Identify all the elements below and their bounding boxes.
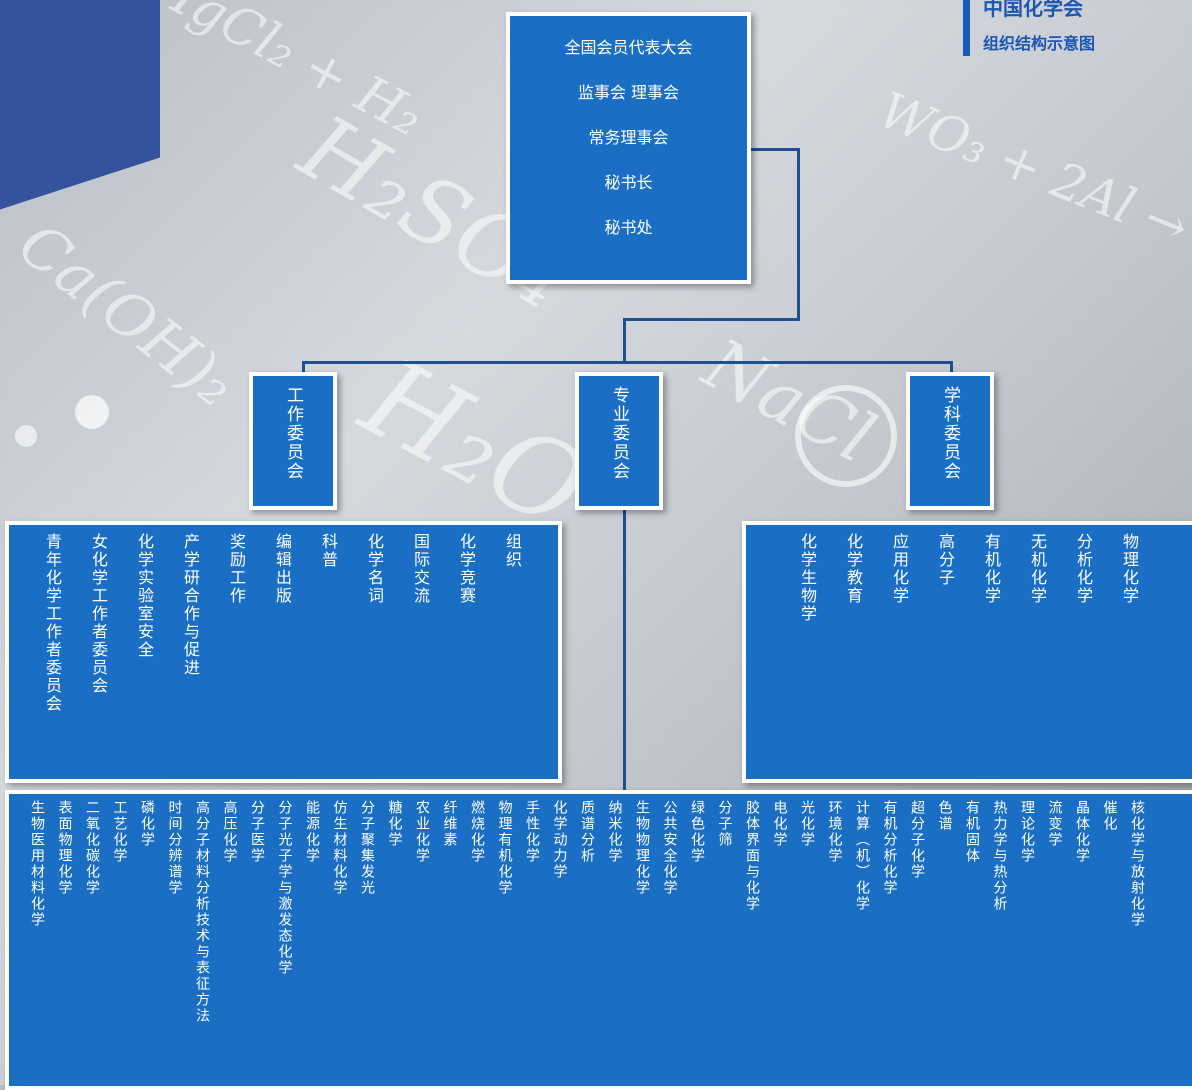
brand-header: 中国化学会 组织结构示意图 bbox=[963, 0, 1192, 60]
work-committee-list: 青年化学工作者委员会 女化学工作者委员会 化学实验室安全 产学研合作与促进 奖励工作 编辑… bbox=[5, 521, 562, 783]
special-committee-item: 胶体界面与化学 bbox=[744, 800, 760, 912]
special-committee-header: 专业委员会 bbox=[575, 372, 663, 510]
special-committee-item: 糖化学 bbox=[386, 800, 403, 848]
discipline-committee-item: 物理化学 bbox=[1120, 533, 1139, 605]
special-committee-item: 表面物理化学 bbox=[56, 800, 73, 896]
special-committee-item: 能源化学 bbox=[304, 800, 320, 864]
background-blue-panel bbox=[0, 0, 160, 223]
work-committee-item: 国际交流 bbox=[411, 533, 430, 605]
connector-mid-down bbox=[623, 318, 626, 363]
special-committee-item: 分子聚集发光 bbox=[359, 800, 375, 896]
connector-mid-horizontal bbox=[623, 318, 800, 321]
special-committee-item: 流变学 bbox=[1046, 800, 1063, 848]
discipline-committee-list: 化学生物学 化学教育 应用化学 高分子 有机化学 无机化学 分析化学 物理化学 bbox=[742, 521, 1192, 783]
work-committee-item: 奖励工作 bbox=[227, 533, 246, 605]
special-committee-item: 光化学 bbox=[799, 800, 815, 848]
governance-line: 常务理事会 bbox=[588, 128, 669, 147]
connector-branch-horizontal bbox=[302, 361, 952, 364]
special-committee-item: 工艺化学 bbox=[111, 800, 128, 864]
governance-line: 全国会员代表大会 bbox=[564, 38, 693, 57]
discipline-committee-item: 化学生物学 bbox=[798, 533, 817, 623]
special-committee-item: 二氧化碳化学 bbox=[84, 800, 100, 896]
special-committee-item: 生物物理化学 bbox=[634, 800, 650, 896]
discipline-committee-item: 有机化学 bbox=[982, 533, 1001, 605]
governance-box: 全国会员代表大会 监事会 理事会 常务理事会 秘书长 秘书处 bbox=[506, 12, 751, 284]
work-committee-item: 化学实验室安全 bbox=[135, 533, 154, 659]
special-committee-item: 高压化学 bbox=[221, 800, 238, 864]
special-committee-item: 热力学与热分析 bbox=[991, 800, 1008, 912]
special-committee-item: 超分子化学 bbox=[909, 800, 925, 880]
special-committee-item: 分子医学 bbox=[249, 800, 265, 864]
work-committee-item: 化学竞赛 bbox=[457, 533, 476, 605]
special-committee-item: 生物医用材料化学 bbox=[29, 800, 45, 928]
work-committee-item: 女化学工作者委员会 bbox=[89, 533, 108, 695]
discipline-committee-header: 学科委员会 bbox=[906, 372, 994, 510]
special-committee-item: 公共安全化学 bbox=[661, 800, 678, 896]
special-committee-item: 分子筛 bbox=[716, 800, 733, 848]
special-committee-item: 环境化学 bbox=[826, 800, 843, 864]
background-molecule-ball bbox=[15, 425, 37, 447]
special-committee-item: 物理有机化学 bbox=[496, 800, 513, 896]
special-committee-item: 晶体化学 bbox=[1074, 800, 1090, 864]
special-committee-item: 燃烧化学 bbox=[469, 800, 485, 864]
special-committee-item: 计算（机）化学 bbox=[854, 800, 870, 912]
work-committee-item: 编辑出版 bbox=[273, 533, 292, 605]
special-committee-label: 专业委员会 bbox=[609, 386, 629, 481]
background-formula: NaCl bbox=[691, 322, 888, 480]
work-committee-label: 工作委员会 bbox=[283, 386, 303, 481]
brand-bar bbox=[963, 0, 970, 56]
special-committee-item: 纤维素 bbox=[441, 800, 458, 848]
discipline-committee-item: 无机化学 bbox=[1028, 533, 1047, 605]
work-committee-item: 青年化学工作者委员会 bbox=[43, 533, 62, 713]
work-committee-item: 组织 bbox=[503, 533, 522, 569]
special-committee-item: 磷化学 bbox=[139, 800, 155, 848]
discipline-committee-item: 分析化学 bbox=[1074, 533, 1093, 605]
special-committee-item: 仿生材料化学 bbox=[331, 800, 348, 896]
connector-top-right bbox=[748, 148, 800, 151]
work-committee-item: 化学名词 bbox=[365, 533, 384, 605]
governance-line: 监事会 理事会 bbox=[577, 83, 680, 102]
connector-work-down bbox=[302, 361, 305, 375]
special-committee-item: 有机分析化学 bbox=[881, 800, 898, 896]
special-committee-item: 色谱 bbox=[936, 800, 953, 832]
special-committee-item: 时间分辨谱学 bbox=[166, 800, 183, 896]
org-name: 中国化学会 bbox=[983, 0, 1083, 20]
special-committee-item: 质谱分析 bbox=[579, 800, 595, 864]
special-committee-item: 高分子材料分析技术与表征方法 bbox=[194, 800, 210, 1024]
background-formula: WO₃ + 2Al → bbox=[871, 80, 1192, 258]
special-committee-item: 催化 bbox=[1101, 800, 1118, 832]
special-committee-item: 理论化学 bbox=[1019, 800, 1035, 864]
connector-special-down bbox=[623, 505, 626, 790]
discipline-committee-label: 学科委员会 bbox=[940, 386, 960, 481]
background-molecule-ring bbox=[795, 385, 897, 487]
discipline-committee-item: 应用化学 bbox=[890, 533, 909, 605]
special-committee-item: 纳米化学 bbox=[606, 800, 623, 864]
background-molecule-ball bbox=[75, 395, 109, 429]
discipline-committee-item: 高分子 bbox=[936, 533, 955, 587]
special-committee-item: 手性化学 bbox=[524, 800, 540, 864]
connector-right-down bbox=[797, 148, 800, 320]
background-formula: MgCl₂ + H₂ bbox=[133, 0, 433, 149]
background-formula: Ca(OH)₂ bbox=[5, 209, 249, 421]
special-committee-item: 核化学与放射化学 bbox=[1129, 800, 1145, 928]
special-committee-item: 化学动力学 bbox=[551, 800, 568, 880]
work-committee-header: 工作委员会 bbox=[249, 372, 337, 510]
special-committee-list: 生物医用材料化学表面物理化学二氧化碳化学工艺化学磷化学时间分辨谱学高分子材料分析… bbox=[5, 790, 1192, 1090]
governance-line: 秘书长 bbox=[604, 173, 653, 192]
discipline-committee-item: 化学教育 bbox=[844, 533, 863, 605]
connector-discipline-down bbox=[950, 361, 953, 375]
special-committee-item: 绿色化学 bbox=[689, 800, 705, 864]
special-committee-item: 有机固体 bbox=[964, 800, 980, 864]
chart-subtitle: 组织结构示意图 bbox=[983, 34, 1096, 53]
special-committee-item: 电化学 bbox=[771, 800, 788, 848]
work-committee-item: 产学研合作与促进 bbox=[181, 533, 200, 677]
governance-line: 秘书处 bbox=[604, 218, 653, 237]
special-committee-item: 农业化学 bbox=[414, 800, 430, 864]
special-committee-item: 分子光子学与激发态化学 bbox=[276, 800, 293, 976]
work-committee-item: 科普 bbox=[319, 533, 338, 569]
